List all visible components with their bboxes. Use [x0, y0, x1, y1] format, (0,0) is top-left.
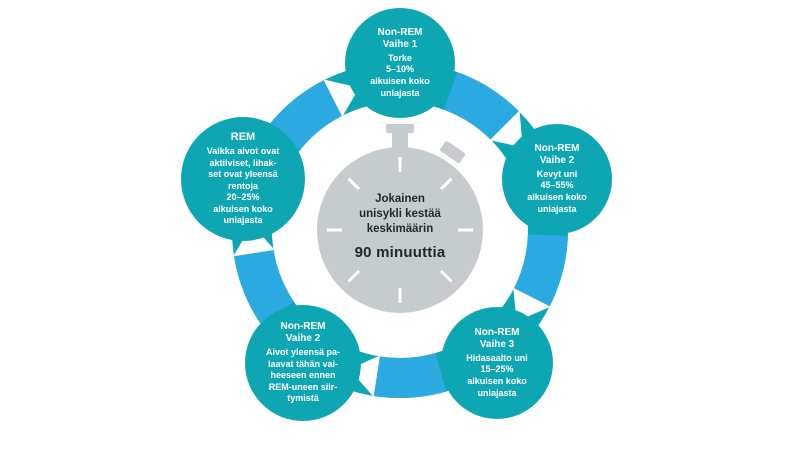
- stopwatch-stem: [392, 132, 408, 150]
- cycle-arrow-segment: [373, 352, 447, 398]
- tick-mark: [439, 177, 453, 191]
- node-body: Hidasaalto uni 15–25% aikuisen koko unia…: [466, 352, 528, 398]
- arrow-chevron-icon: [233, 224, 275, 257]
- cycle-arrow-segment: [513, 233, 568, 307]
- node-title: REM: [230, 131, 256, 144]
- cycle-arrow-segment: [234, 249, 295, 324]
- node-title: Non-REM Vaihe 2: [280, 321, 326, 345]
- node-body: Kevyt uni 45–55% aikuisen koko uniajasta: [527, 168, 587, 214]
- cycle-duration-intro: Jokainen unisykli kestää keskimäärin: [359, 193, 441, 235]
- arrow-chevron-icon: [323, 79, 360, 117]
- node-nonrem-stage-2: Non-REM Vaihe 2 Kevyt uni 45–55% aikuise…: [502, 124, 612, 234]
- node-nonrem-stage-2-return: Non-REM Vaihe 2 Aivot yleensä pa- laavat…: [245, 305, 361, 421]
- stopwatch-side-button: [440, 141, 466, 164]
- node-title: Non-REM Vaihe 3: [474, 326, 520, 350]
- arrow-chevron-icon: [489, 110, 523, 148]
- stopwatch-icon: [317, 124, 483, 313]
- node-nonrem-stage-1: Non-REM Vaihe 1 Torke 5–10% aikuisen kok…: [345, 8, 455, 118]
- tick-mark: [347, 269, 361, 283]
- node-title: Non-REM Vaihe 2: [534, 142, 580, 166]
- cycle-arrow-segment: [443, 72, 519, 140]
- cycle-arrow-segment: [267, 80, 343, 152]
- node-nonrem-stage-3: Non-REM Vaihe 3 Hidasaalto uni 15–25% ai…: [441, 307, 553, 419]
- node-title: Non-REM Vaihe 1: [377, 26, 423, 50]
- node-body: Vaikka aivot ovat aktiiviset, lihak- set…: [206, 146, 280, 226]
- stopwatch-crown: [386, 124, 414, 133]
- cycle-duration-label: Jokainen unisykli kestää keskimäärin 90 …: [322, 192, 478, 261]
- node-rem: REM Vaikka aivot ovat aktiiviset, lihak-…: [181, 117, 305, 241]
- node-body: Aivot yleensä pa- laavat tähän vai- hees…: [265, 347, 341, 404]
- node-body: Torke 5–10% aikuisen koko uniajasta: [370, 52, 430, 98]
- cycle-duration-value: 90 minuuttia: [354, 243, 446, 261]
- tick-mark: [347, 177, 361, 191]
- tick-mark: [439, 269, 453, 283]
